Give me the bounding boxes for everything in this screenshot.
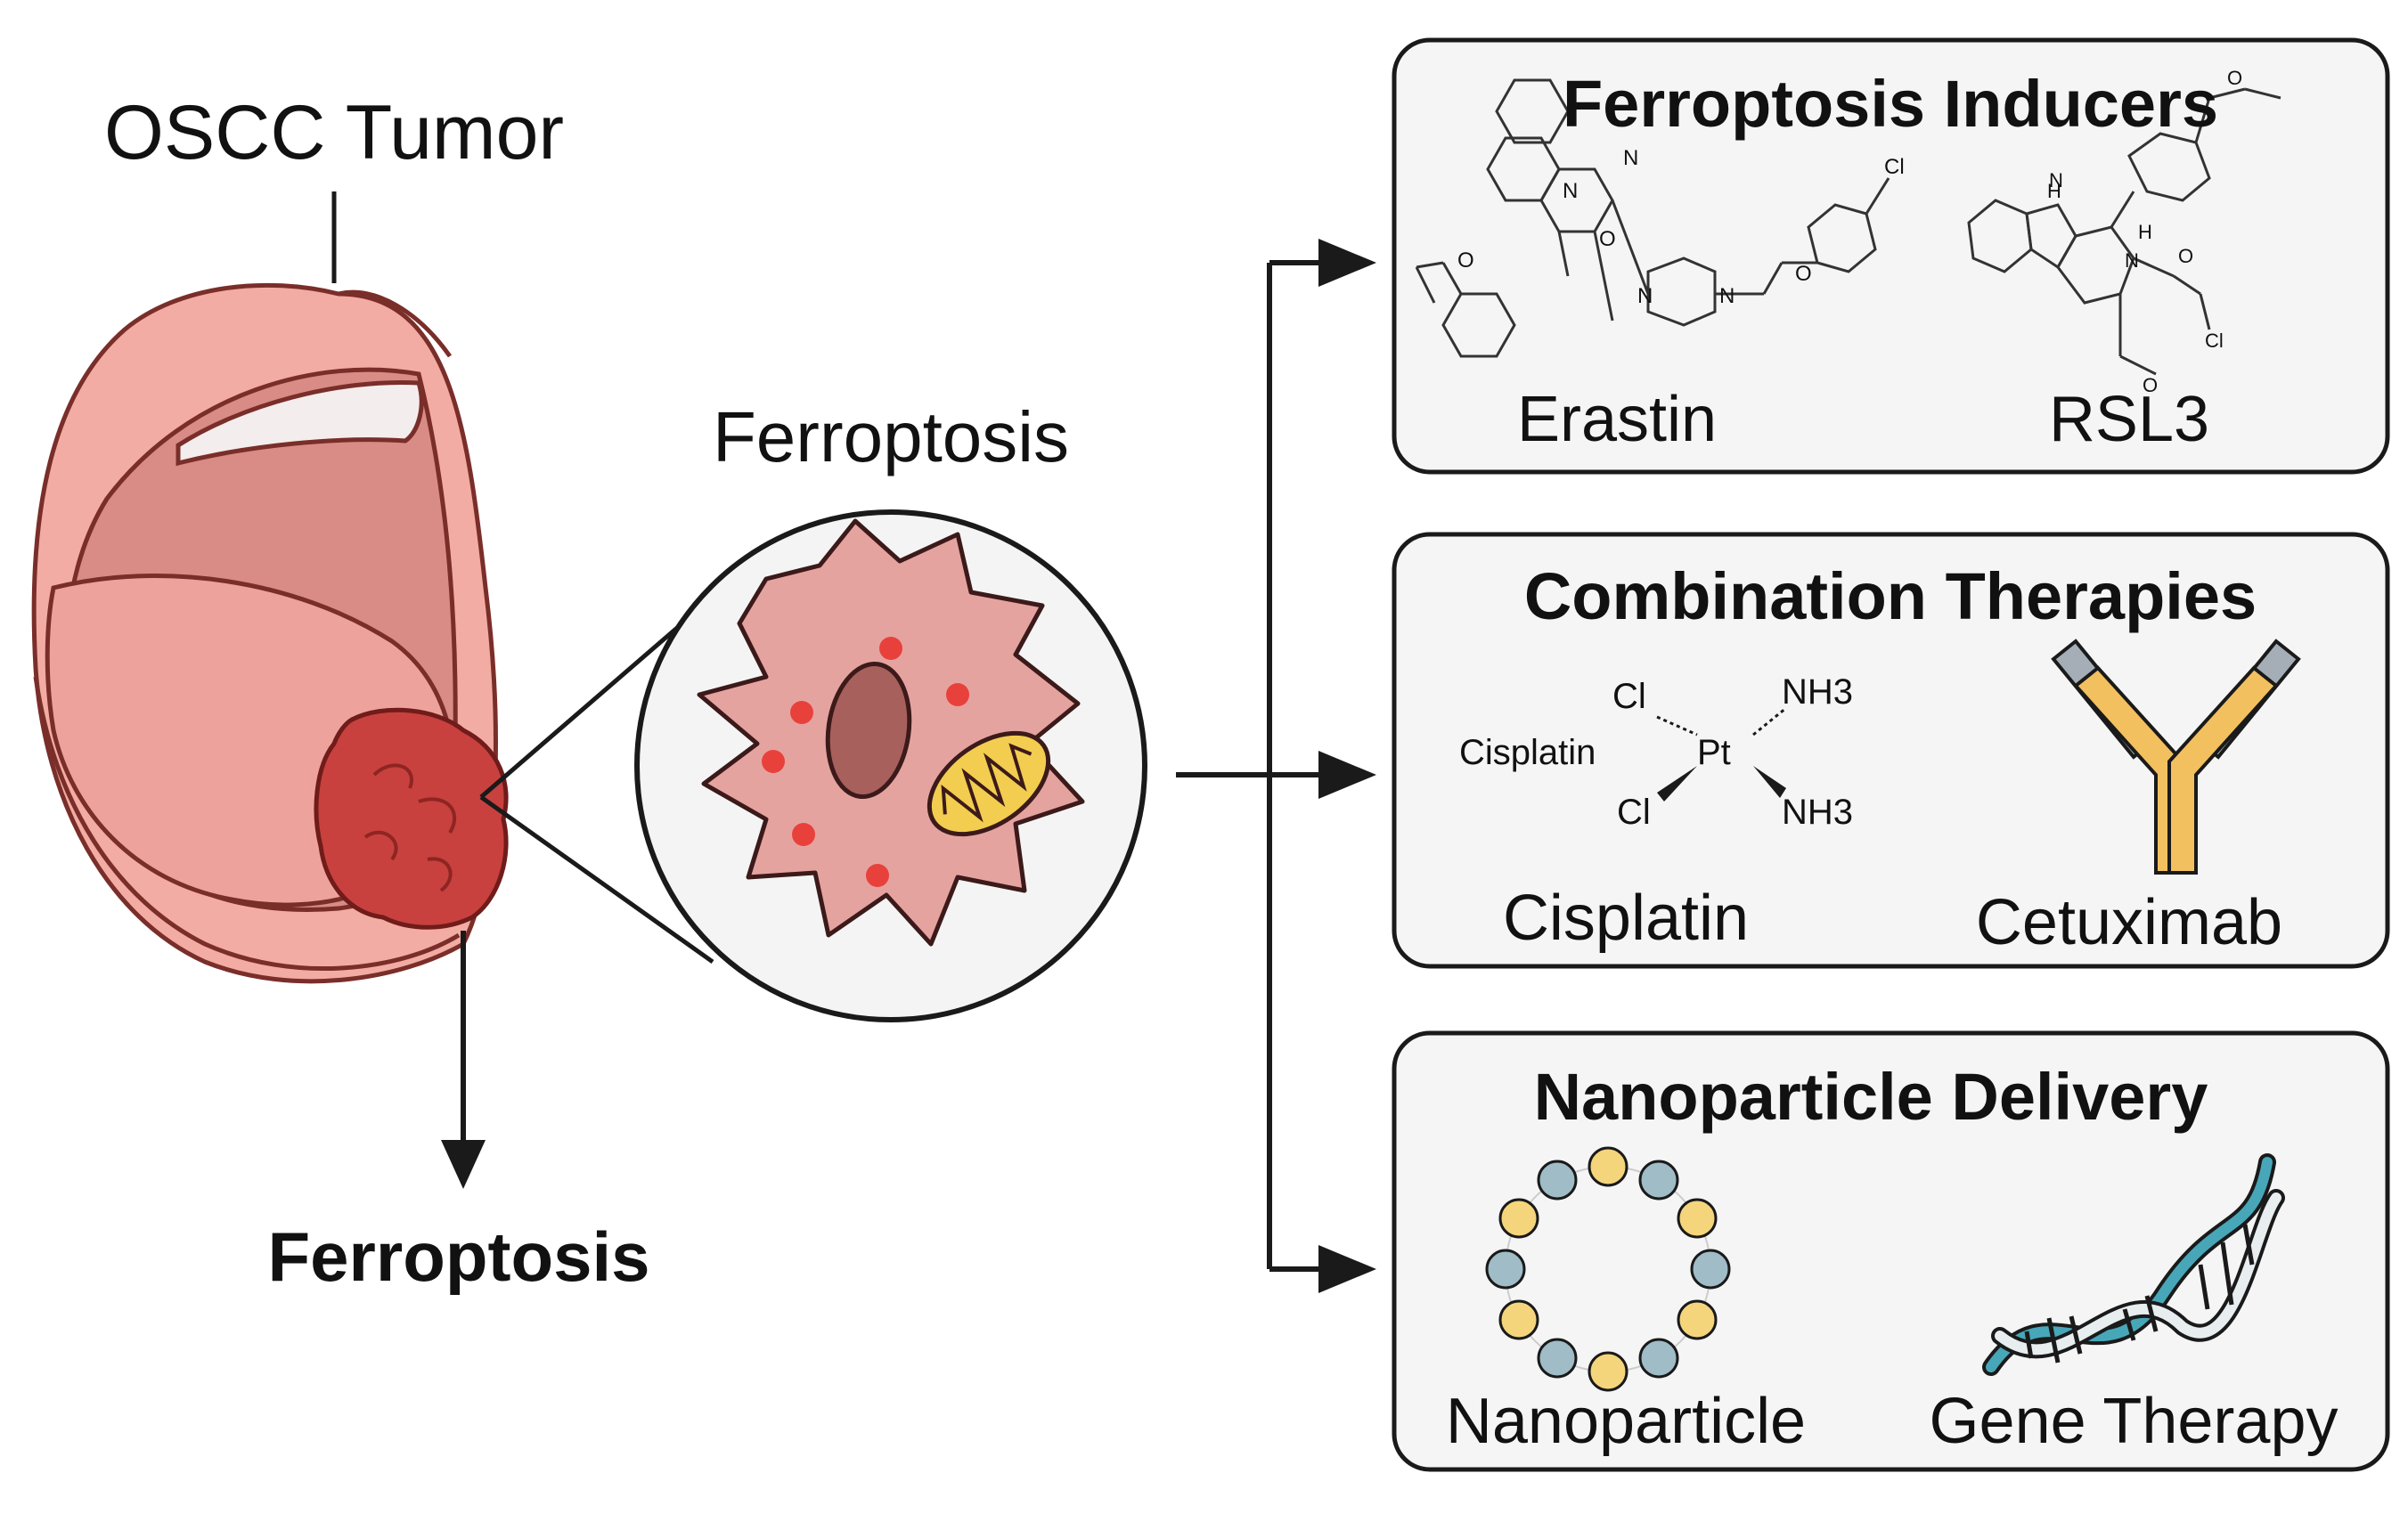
rsl3-atom-h2: H (2138, 221, 2152, 243)
panel-title-inducers: Ferroptosis Inducers (1563, 67, 2218, 141)
cisplatin-pt: Pt (1697, 733, 1731, 772)
erastin-atom-cl: Cl (1884, 155, 1905, 179)
arrow-head-inducers (1318, 239, 1376, 287)
arrow-to-outcome (441, 931, 486, 1189)
rsl3-atom-cl: Cl (2205, 330, 2224, 352)
panel-title-nanoparticle: Nanoparticle Delivery (1534, 1060, 2208, 1134)
tumor (314, 707, 509, 930)
rsl3-atom-o3: O (2143, 374, 2158, 396)
label-cisplatin: Cisplatin (1503, 883, 1749, 954)
arrow-head-nanoparticle (1318, 1245, 1376, 1293)
rsl3-atom-n2: N (2125, 249, 2139, 272)
tumor-label: OSCC Tumor (104, 90, 564, 175)
label-erastin: Erastin (1517, 384, 1717, 455)
label-nanoparticle: Nanoparticle (1446, 1386, 1806, 1457)
rsl3-atom-h1: H (2047, 180, 2061, 202)
label-rsl3: RSL3 (2049, 384, 2209, 455)
rsl3-atom-n1: N (2049, 169, 2063, 191)
erastin-atom-o3: O (1795, 262, 1812, 286)
dna-helix-icon (1982, 1153, 2285, 1376)
erastin-atom-n2: N (1623, 146, 1638, 170)
upper-teeth (175, 379, 424, 467)
rsl3-atom-o2: O (2227, 67, 2242, 89)
arrow-head-combination (1318, 751, 1376, 799)
cisplatin-inline-label: Cisplatin (1459, 733, 1596, 772)
cetuximab-antibody-icon (2051, 639, 2301, 875)
cisplatin-nh3-bottom: NH3 (1782, 793, 1853, 832)
erastin-structure (1415, 78, 1890, 358)
mitochondrion (926, 730, 1051, 837)
erastin-atom-n1: N (1563, 179, 1578, 203)
nanoparticle-icon (1485, 1146, 1731, 1392)
erastin-atom-o1: O (1457, 248, 1474, 273)
erastin-atom-o2: O (1599, 227, 1616, 251)
panel-title-combination: Combination Therapies (1524, 559, 2257, 633)
outcome-label: Ferroptosis (267, 1217, 649, 1296)
cisplatin-cl-bottom: Cl (1617, 793, 1651, 832)
cell-label: Ferroptosis (713, 397, 1069, 476)
erastin-atom-n4: N (1719, 284, 1735, 308)
rsl3-structure (1967, 87, 2281, 376)
branch-connector (1176, 260, 1327, 1272)
label-gene-therapy: Gene Therapy (1930, 1386, 2339, 1457)
label-cetuximab: Cetuximab (1976, 887, 2282, 958)
cell-zoom-circle (634, 509, 1147, 1022)
cisplatin-structure (1656, 706, 1787, 802)
panel-combination-therapies (1392, 532, 2390, 969)
iron-dots (762, 637, 969, 887)
zoom-lines (479, 626, 714, 965)
nucleus (825, 661, 912, 800)
erastin-atom-n3: N (1637, 284, 1653, 308)
rsl3-atom-o1: O (2178, 245, 2193, 267)
cisplatin-cl-top: Cl (1612, 677, 1646, 716)
cisplatin-nh3-top: NH3 (1782, 672, 1853, 712)
